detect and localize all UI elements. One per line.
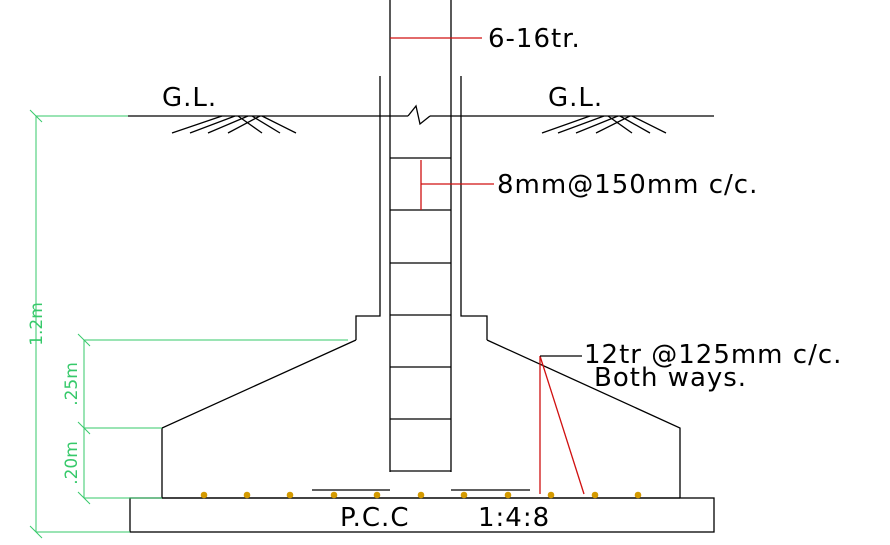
base-bars-label-1: 12tr @125mm c/c. (584, 340, 842, 370)
column-edge-right (460, 76, 488, 340)
ground-hatch-left (171, 115, 297, 134)
footing-slope-right (486, 339, 681, 498)
dim-slope-depth: .25m (62, 362, 82, 406)
pcc-label: P.C.C (340, 503, 409, 533)
ground-hatch-right (541, 115, 667, 134)
pcc-mix-label: 1:4:8 (478, 503, 550, 533)
base-bars-label-2: Both ways. (594, 363, 747, 393)
stirrups-label: 8mm@150mm c/c. (497, 170, 758, 200)
stirrups (390, 157, 451, 472)
dimension-lines (29, 109, 348, 539)
pcc-layer (129, 497, 715, 533)
footing-slope-left (161, 339, 357, 498)
dim-base-depth: .20m (62, 441, 82, 485)
break-symbol (407, 104, 431, 126)
main-bars-label: 6-16tr. (488, 24, 581, 54)
gl-label-right: G.L. (548, 83, 603, 113)
dim-total-depth: 1.2m (27, 302, 47, 346)
leader-base-bars-slant (539, 355, 585, 495)
column-edge-left (355, 76, 381, 340)
gl-label-left: G.L. (162, 83, 217, 113)
rebar-dots (200, 491, 642, 499)
